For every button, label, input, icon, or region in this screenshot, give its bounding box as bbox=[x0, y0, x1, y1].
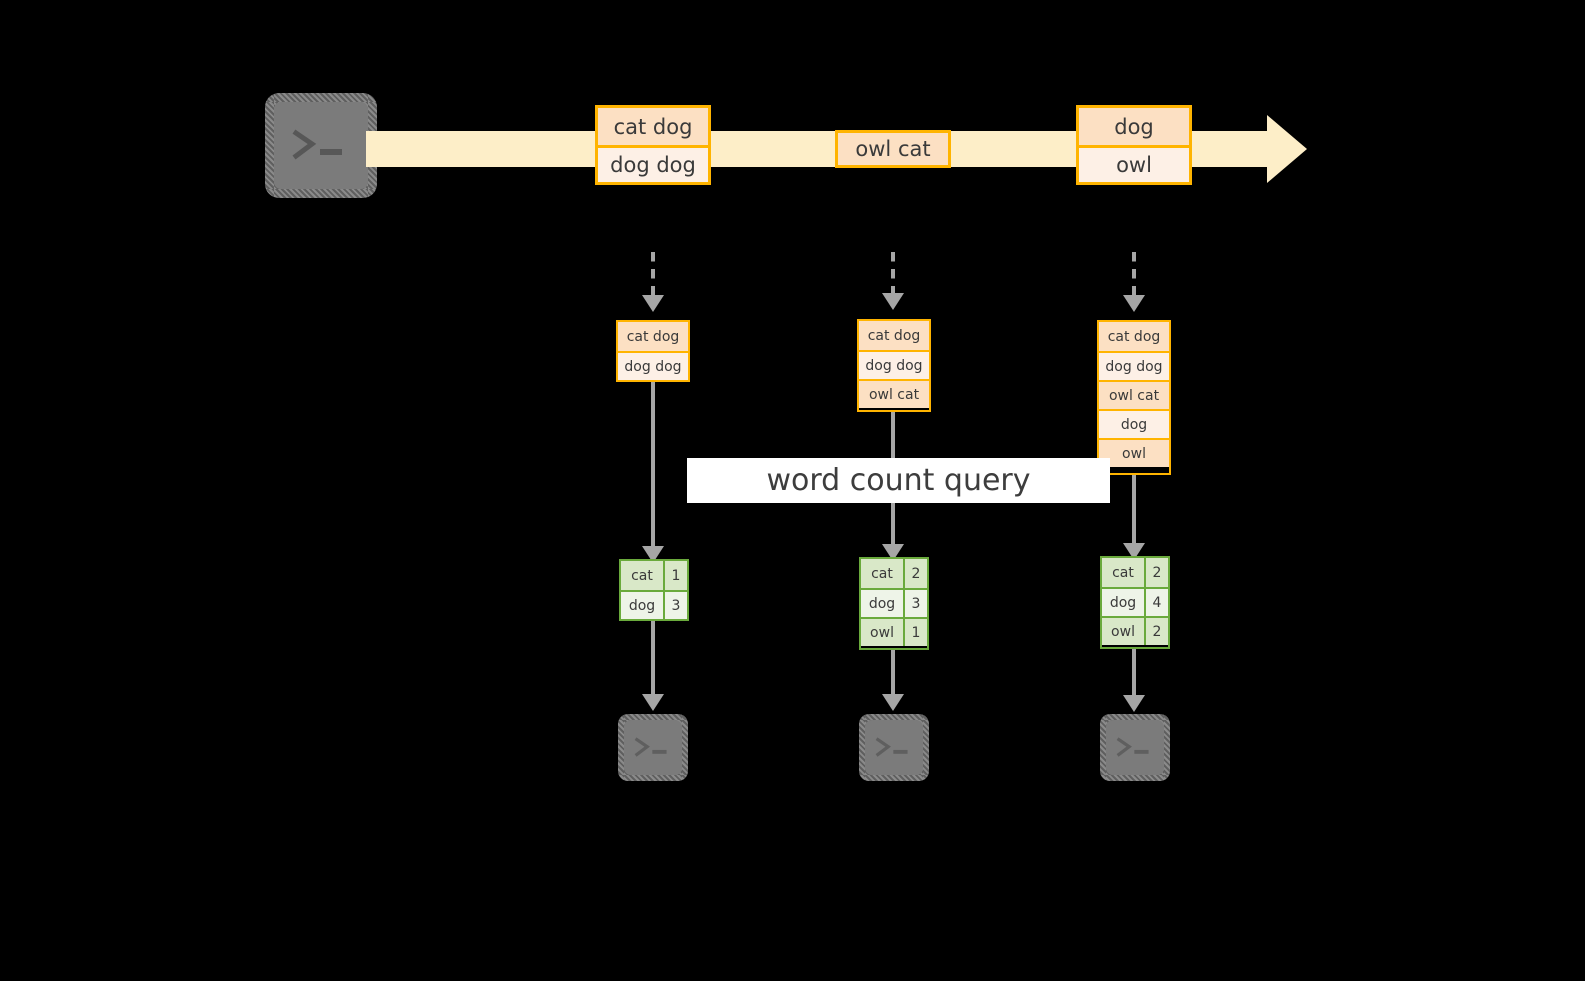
stream-batch-3: dog owl bbox=[1076, 105, 1192, 185]
snapshot-1-feed-line bbox=[651, 252, 655, 300]
snapshot-2-result-word-2: dog bbox=[861, 590, 905, 617]
snapshot-1-query-line bbox=[651, 382, 655, 558]
snapshot-2-result-word-1: cat bbox=[861, 559, 905, 588]
snapshot-1-result-word-1: cat bbox=[621, 561, 665, 590]
terminal-prompt-icon bbox=[292, 129, 342, 159]
terminal-prompt-icon bbox=[634, 736, 667, 757]
table-row: owl 1 bbox=[861, 617, 927, 646]
table-row: dog 3 bbox=[861, 588, 927, 617]
snapshot-1-result-word-2: dog bbox=[621, 592, 665, 619]
snapshot-3-result-word-2: dog bbox=[1102, 589, 1146, 616]
stream-batch-2-line-1: owl cat bbox=[838, 133, 948, 165]
query-banner: word count query bbox=[687, 458, 1110, 503]
snapshot-3-sink-terminal-screen bbox=[1106, 720, 1164, 775]
snapshot-2-result-table: cat 2 dog 3 owl 1 bbox=[859, 557, 929, 650]
snapshot-1-result-count-1: 1 bbox=[665, 561, 687, 590]
table-row: dog 4 bbox=[1102, 587, 1168, 616]
snapshot-3-input-stack: cat dog dog dog owl cat dog owl bbox=[1097, 320, 1171, 475]
snapshot-3-result-table: cat 2 dog 4 owl 2 bbox=[1100, 556, 1170, 649]
snapshot-3-input-line-3: owl cat bbox=[1099, 380, 1169, 409]
stream-batch-1: cat dog dog dog bbox=[595, 105, 711, 185]
table-row: cat 2 bbox=[861, 559, 927, 588]
snapshot-3-input-line-4: dog bbox=[1099, 409, 1169, 438]
snapshot-2-sink-line bbox=[891, 650, 895, 697]
snapshot-3-result-word-3: owl bbox=[1102, 618, 1146, 645]
snapshot-1-result-table: cat 1 dog 3 bbox=[619, 559, 689, 621]
snapshot-2-feed-arrowhead bbox=[882, 293, 904, 310]
snapshot-3-sink-arrowhead bbox=[1123, 695, 1145, 712]
snapshot-3-feed-line bbox=[1132, 252, 1136, 300]
snapshot-1-input-stack: cat dog dog dog bbox=[616, 320, 690, 382]
snapshot-2-query-arrowhead bbox=[882, 544, 904, 561]
terminal-prompt-icon bbox=[1116, 736, 1149, 757]
snapshot-2-result-word-3: owl bbox=[861, 619, 905, 646]
snapshot-3-sink-line bbox=[1132, 649, 1136, 697]
snapshot-2-result-count-3: 1 bbox=[905, 619, 927, 646]
snapshot-1-feed-arrowhead bbox=[642, 295, 664, 312]
snapshot-2-sink-terminal-icon bbox=[859, 714, 929, 781]
snapshot-3-input-line-1: cat dog bbox=[1099, 322, 1169, 351]
snapshot-3-input-line-5: owl bbox=[1099, 438, 1169, 467]
snapshot-1-sink-terminal-screen bbox=[624, 720, 682, 775]
snapshot-1-input-line-2: dog dog bbox=[618, 351, 688, 380]
snapshot-3-query-line bbox=[1132, 475, 1136, 556]
snapshot-1-sink-arrowhead bbox=[642, 694, 664, 711]
query-banner-label: word count query bbox=[766, 463, 1031, 498]
table-row: cat 1 bbox=[621, 561, 687, 590]
snapshot-3-result-word-1: cat bbox=[1102, 558, 1146, 587]
source-terminal-screen bbox=[274, 102, 368, 189]
table-row: dog 3 bbox=[621, 590, 687, 619]
snapshot-3-query-arrowhead bbox=[1123, 543, 1145, 560]
terminal-prompt-icon bbox=[875, 736, 908, 757]
stream-batch-1-line-2: dog dog bbox=[598, 145, 708, 182]
snapshot-2-sink-arrowhead bbox=[882, 694, 904, 711]
stream-batch-3-line-1: dog bbox=[1079, 108, 1189, 145]
stream-band-arrowhead bbox=[1267, 115, 1307, 183]
snapshot-3-result-count-3: 2 bbox=[1146, 618, 1168, 645]
snapshot-2-input-stack: cat dog dog dog owl cat bbox=[857, 319, 931, 412]
snapshot-2-input-line-2: dog dog bbox=[859, 350, 929, 379]
snapshot-2-input-line-1: cat dog bbox=[859, 321, 929, 350]
snapshot-3-result-count-2: 4 bbox=[1146, 589, 1168, 616]
stream-batch-3-line-2: owl bbox=[1079, 145, 1189, 182]
snapshot-2-sink-terminal-screen bbox=[865, 720, 923, 775]
snapshot-1-query-arrowhead bbox=[642, 546, 664, 563]
table-row: cat 2 bbox=[1102, 558, 1168, 587]
snapshot-2-feed-line bbox=[891, 252, 895, 298]
snapshot-2-result-count-2: 3 bbox=[905, 590, 927, 617]
snapshot-2-result-count-1: 2 bbox=[905, 559, 927, 588]
table-row: owl 2 bbox=[1102, 616, 1168, 645]
snapshot-1-input-line-1: cat dog bbox=[618, 322, 688, 351]
snapshot-3-input-line-2: dog dog bbox=[1099, 351, 1169, 380]
snapshot-3-feed-arrowhead bbox=[1123, 295, 1145, 312]
source-terminal-icon bbox=[265, 93, 377, 198]
snapshot-1-sink-line bbox=[651, 621, 655, 696]
snapshot-1-result-count-2: 3 bbox=[665, 592, 687, 619]
snapshot-3-sink-terminal-icon bbox=[1100, 714, 1170, 781]
stream-batch-1-line-1: cat dog bbox=[598, 108, 708, 145]
snapshot-2-input-line-3: owl cat bbox=[859, 379, 929, 408]
snapshot-1-sink-terminal-icon bbox=[618, 714, 688, 781]
snapshot-3-result-count-1: 2 bbox=[1146, 558, 1168, 587]
stream-batch-2: owl cat bbox=[835, 130, 951, 168]
